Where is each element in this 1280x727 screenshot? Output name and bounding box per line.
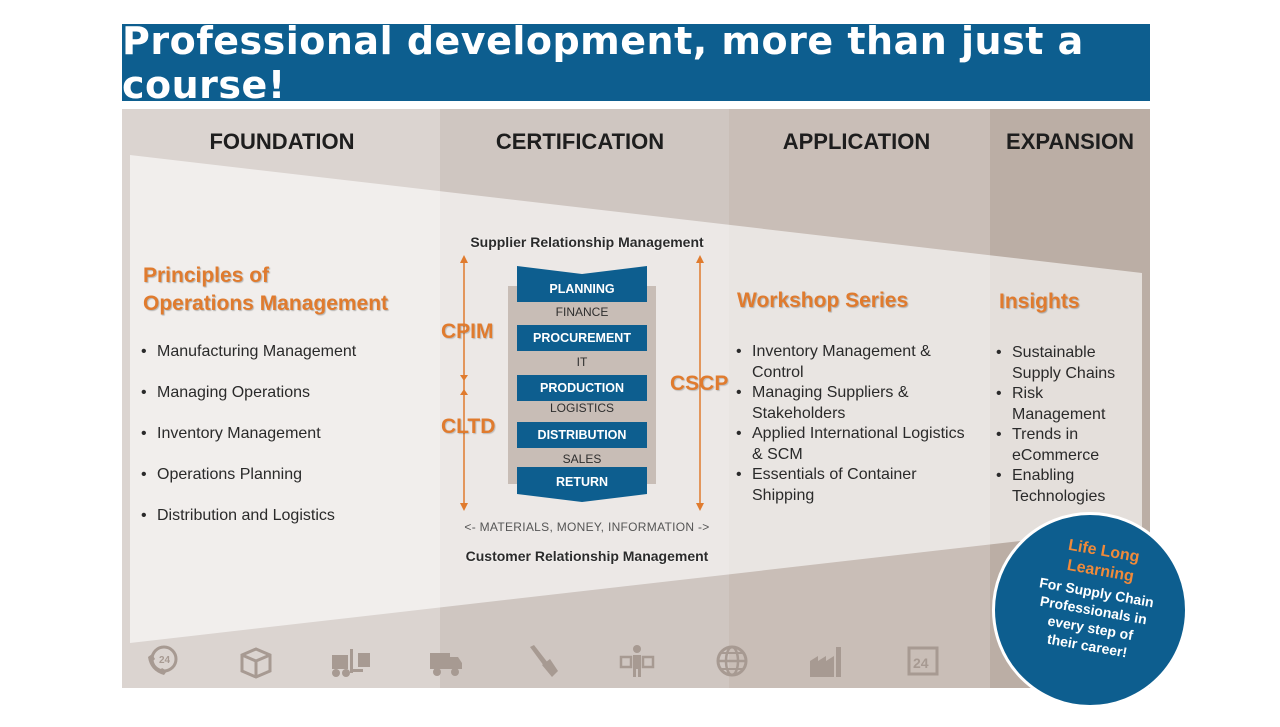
cltd-label: CLTD bbox=[441, 415, 496, 438]
flow-note: <- MATERIALS, MONEY, INFORMATION -> bbox=[464, 520, 710, 534]
foundation-title-line2: Operations Management bbox=[143, 292, 389, 315]
expansion-title: Insights bbox=[999, 290, 1080, 313]
column-header-expansion: EXPANSION bbox=[1006, 129, 1134, 154]
application-title: Workshop Series bbox=[737, 289, 909, 312]
24h-icon: 24 bbox=[907, 646, 939, 676]
stack-item: RETURN bbox=[555, 475, 609, 489]
supply-chain-stack: PLANNING FINANCE PROCUREMENT IT PRODUCTI… bbox=[517, 266, 647, 502]
framework-diagram: FOUNDATION CERTIFICATION APPLICATION EXP… bbox=[122, 109, 1150, 688]
foundation-title-line1: Principles of bbox=[143, 264, 270, 287]
cpim-label: CPIM bbox=[441, 320, 494, 343]
badge-text: Life Long Learning For Supply Chain Prof… bbox=[979, 499, 1206, 726]
list-item: Distribution and Logistics bbox=[141, 506, 356, 525]
application-list: Inventory Management &Control Managing S… bbox=[736, 342, 988, 506]
globe-icon bbox=[716, 645, 748, 677]
list-item: Manufacturing Management bbox=[141, 342, 356, 361]
customer-relationship-label: Customer Relationship Management bbox=[465, 548, 709, 564]
column-header-foundation: FOUNDATION bbox=[209, 129, 355, 154]
list-item: Managing Suppliers &Stakeholders bbox=[736, 383, 988, 424]
stack-item: SALES bbox=[562, 452, 602, 466]
forklift-icon bbox=[332, 649, 370, 677]
cpim-cltd-arrow bbox=[460, 255, 468, 511]
stack-item: IT bbox=[576, 355, 588, 369]
cscp-arrow bbox=[696, 255, 704, 511]
stack-item: PROCUREMENT bbox=[517, 325, 647, 351]
worker-boxes-icon bbox=[619, 645, 655, 677]
list-item: Inventory Management &Control bbox=[736, 342, 988, 383]
icon-row: 24 bbox=[122, 643, 1150, 687]
stack-item: PLANNING bbox=[549, 282, 615, 296]
stack-item: DISTRIBUTION bbox=[517, 422, 647, 448]
title-banner: Professional development, more than just… bbox=[122, 19, 1150, 107]
svg-text:24: 24 bbox=[913, 655, 929, 671]
list-item: Operations Planning bbox=[141, 465, 356, 484]
cscp-label: CSCP bbox=[670, 372, 729, 395]
stack-item: LOGISTICS bbox=[549, 401, 614, 415]
factory-icon bbox=[810, 647, 841, 677]
stack-item: PRODUCTION bbox=[517, 375, 647, 401]
column-header-application: APPLICATION bbox=[782, 129, 931, 154]
stack-item: FINANCE bbox=[555, 305, 609, 319]
foundation-list: Manufacturing Management Managing Operat… bbox=[141, 342, 356, 547]
supplier-relationship-label: Supplier Relationship Management bbox=[470, 234, 704, 250]
page-title: Professional development, more than just… bbox=[122, 18, 1084, 107]
list-item: Managing Operations bbox=[141, 383, 356, 402]
list-item: Inventory Management bbox=[141, 424, 356, 443]
svg-text:24: 24 bbox=[159, 655, 171, 666]
shovel-icon bbox=[530, 645, 558, 677]
stack-shapes bbox=[517, 266, 647, 502]
phone-24-icon: 24 bbox=[148, 645, 178, 675]
foundation-title: Principles of Operations Management bbox=[143, 262, 388, 318]
box-icon bbox=[240, 647, 272, 679]
lifelong-learning-badge: Life Long Learning For Supply Chain Prof… bbox=[992, 512, 1188, 708]
list-item: Applied International Logistics& SCM bbox=[736, 424, 988, 465]
column-header-certification: CERTIFICATION bbox=[495, 129, 665, 154]
truck-icon bbox=[430, 653, 462, 676]
